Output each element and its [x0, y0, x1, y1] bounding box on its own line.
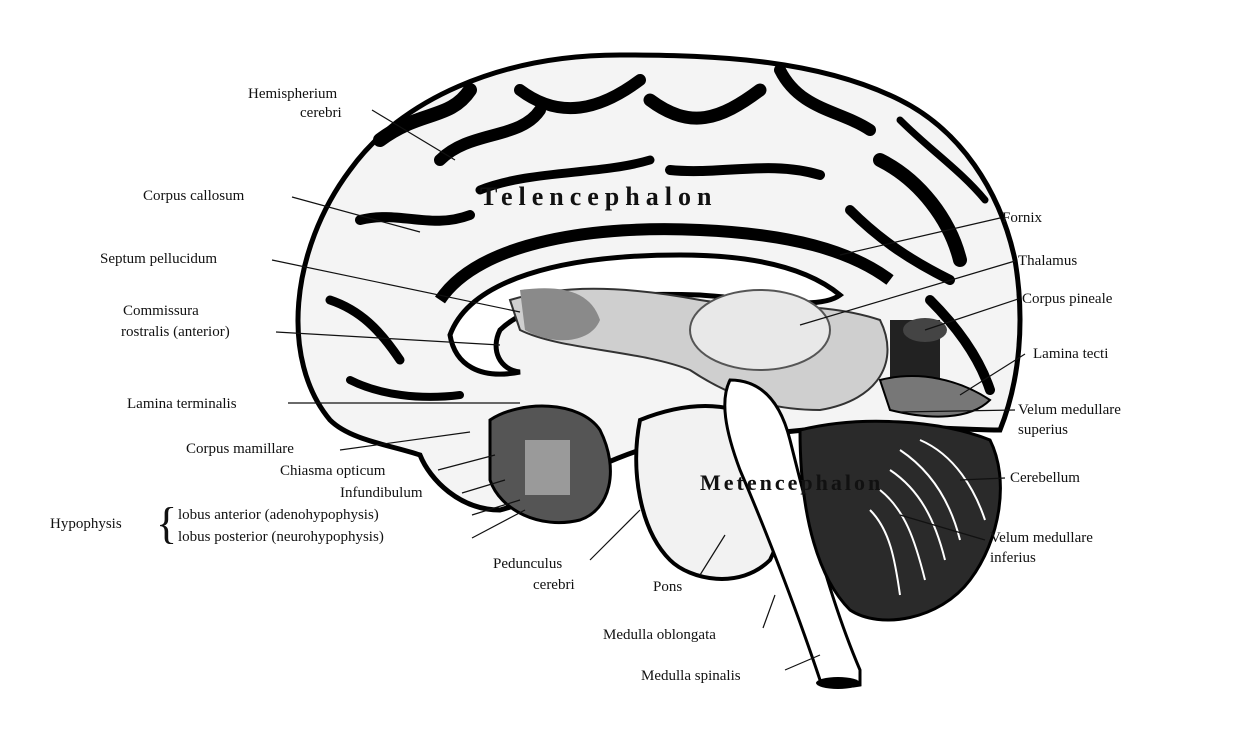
brain-illustration: Telencephalon Metencephalon	[295, 52, 1023, 689]
label-infundibulum: Infundibulum	[340, 485, 423, 501]
label-corpus-callosum: Corpus callosum	[143, 188, 245, 204]
label-pedunculus-2: cerebri	[533, 577, 575, 593]
label-lamina-terminalis: Lamina terminalis	[127, 396, 237, 412]
label-pedunculus-1: Pedunculus	[493, 556, 562, 572]
labels: Hemispherium cerebri Corpus callosum Sep…	[50, 86, 1121, 684]
label-velum-superius-1: Velum medullare	[1018, 402, 1121, 418]
label-lobus-anterior: lobus anterior (adenohypophysis)	[178, 507, 379, 523]
leader-lines	[271, 109, 1026, 671]
label-hemispherium-2: cerebri	[300, 105, 342, 121]
metencephalon-region-text: Metencephalon	[700, 470, 883, 495]
label-chiasma: Chiasma opticum	[280, 463, 386, 479]
label-commissura-2: rostralis (anterior)	[121, 324, 230, 340]
label-corpus-mamillare: Corpus mamillare	[186, 441, 294, 457]
label-velum-inferius-2: inferius	[990, 550, 1036, 566]
label-velum-superius-2: superius	[1018, 422, 1068, 438]
telencephalon-region-text: Telencephalon	[480, 182, 717, 211]
label-medulla-oblongata: Medulla oblongata	[603, 627, 716, 643]
label-septum: Septum pellucidum	[100, 251, 217, 267]
label-commissura-1: Commissura	[123, 303, 199, 319]
label-lobus-posterior: lobus posterior (neurohypophysis)	[178, 529, 384, 545]
label-corpus-pineale: Corpus pineale	[1022, 291, 1113, 307]
label-hemispherium-1: Hemispherium	[248, 86, 337, 102]
label-cerebellum: Cerebellum	[1010, 470, 1080, 486]
label-thalamus: Thalamus	[1018, 253, 1077, 269]
label-pons: Pons	[653, 579, 682, 595]
label-medulla-spinalis: Medulla spinalis	[641, 668, 741, 684]
cerebellum-shape	[798, 419, 1002, 622]
label-lamina-tecti: Lamina tecti	[1033, 346, 1108, 362]
label-hypophysis: Hypophysis	[50, 516, 122, 532]
label-fornix: Fornix	[1002, 210, 1043, 226]
label-velum-inferius-1: Velum medullare	[990, 530, 1093, 546]
hypophysis-brace: {	[156, 499, 177, 548]
